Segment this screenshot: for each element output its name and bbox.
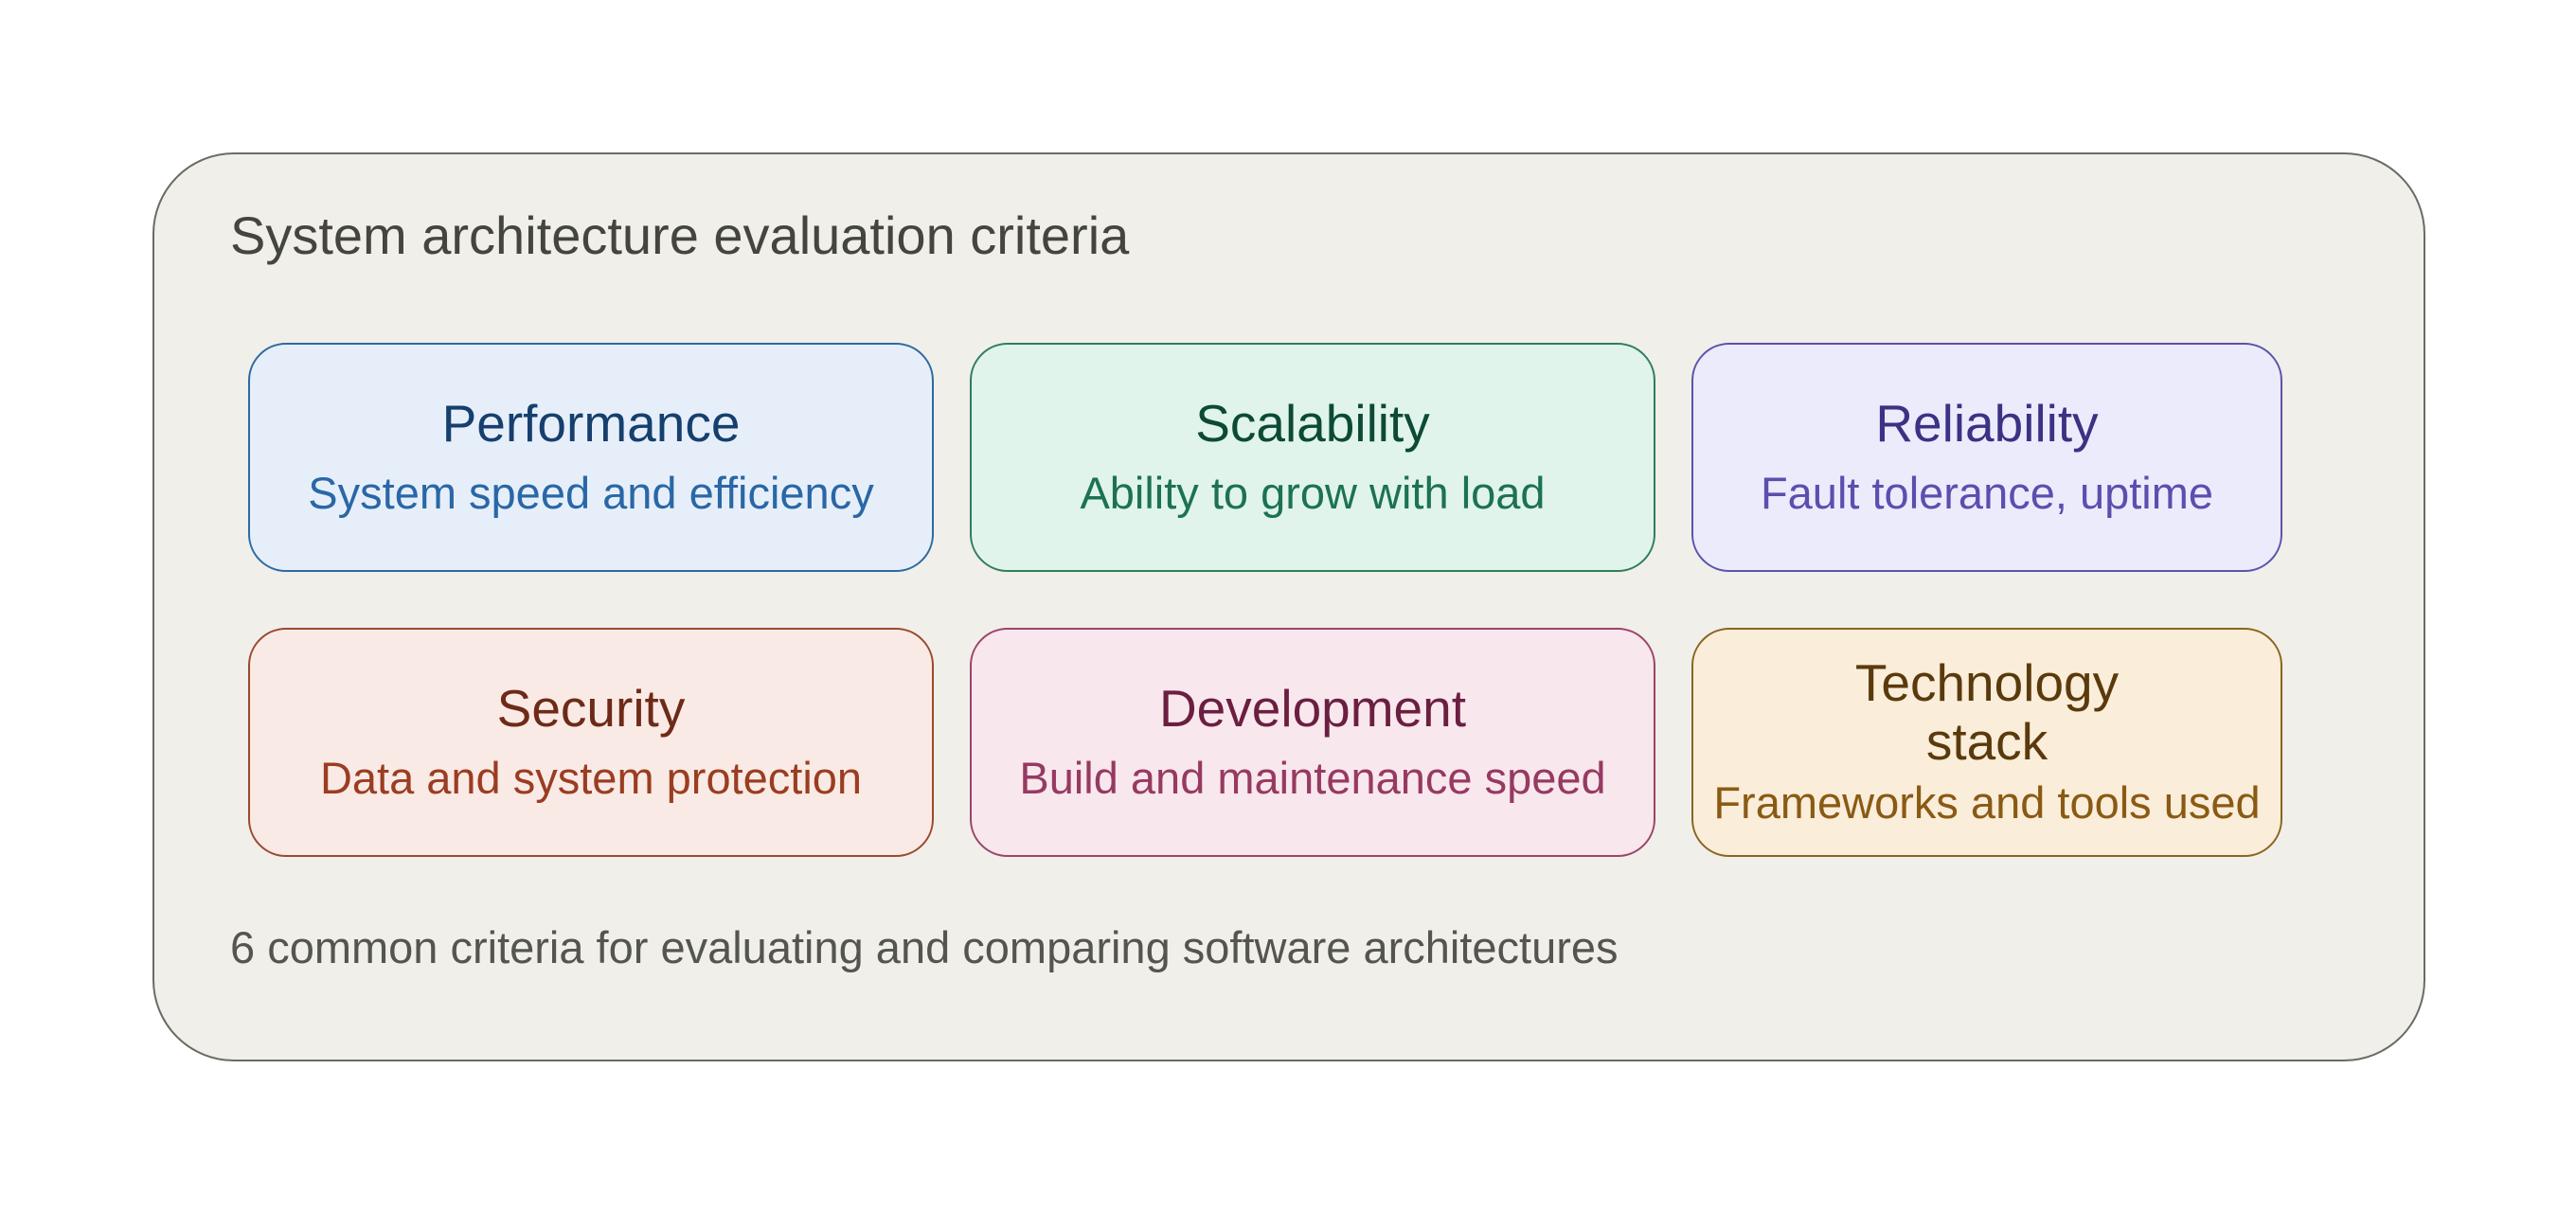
criterion-description: Data and system protection <box>319 753 863 804</box>
diagram-panel: System architecture evaluation criteria … <box>152 152 2425 1061</box>
criterion-card-reliability: Reliability Fault tolerance, uptime <box>1691 343 2282 572</box>
criterion-description: Fault tolerance, uptime <box>1760 468 2214 519</box>
criterion-card-scalability: Scalability Ability to grow with load <box>970 343 1655 572</box>
diagram-caption: 6 common criteria for evaluating and com… <box>230 922 1619 972</box>
criterion-title: Reliability <box>1875 394 2099 454</box>
criterion-description: Frameworks and tools used <box>1713 777 2261 829</box>
criterion-card-security: Security Data and system protection <box>248 628 934 857</box>
criterion-description: Ability to grow with load <box>1080 468 1546 519</box>
criterion-title: Performance <box>441 394 741 454</box>
criterion-title: Security <box>496 679 686 739</box>
criterion-description: System speed and efficiency <box>308 468 874 519</box>
criterion-description: Build and maintenance speed <box>1019 753 1606 804</box>
criterion-title: Scalability <box>1195 394 1430 454</box>
criterion-card-development: Development Build and maintenance speed <box>970 628 1655 857</box>
criterion-card-performance: Performance System speed and efficiency <box>248 343 934 572</box>
criterion-title: Development <box>1158 679 1467 739</box>
diagram-title: System architecture evaluation criteria <box>230 205 1130 265</box>
